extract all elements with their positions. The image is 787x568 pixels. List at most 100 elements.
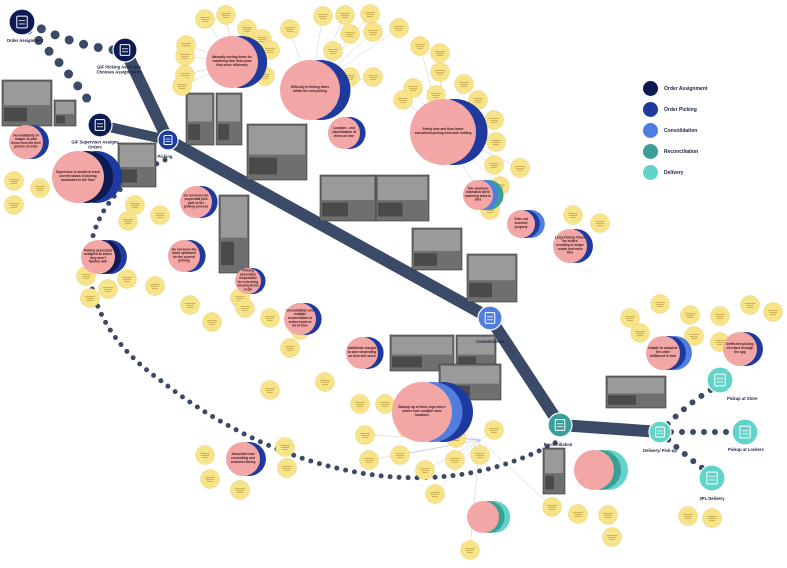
note-bubble [454, 74, 474, 94]
legend-label: Order Assignment [664, 85, 708, 92]
delivery-truck-icon [655, 426, 665, 438]
note-bubble [389, 18, 409, 38]
note-bubble [98, 279, 118, 299]
note-bubble [340, 24, 360, 44]
stage-node-label: 3PL Delivery [699, 496, 725, 501]
stage-node-picking[interactable]: Picking [157, 129, 179, 159]
note-bubble [275, 437, 295, 457]
pain-point [467, 501, 511, 533]
note-bubble [468, 90, 488, 110]
stage-node-reconciliation[interactable]: Reconciliation [544, 412, 573, 447]
note-bubble [710, 306, 730, 326]
legend-swatch [643, 123, 658, 138]
note-bubble [598, 505, 618, 525]
note-bubble [360, 4, 380, 24]
note-bubble [393, 90, 413, 110]
note-bubble [260, 308, 280, 328]
note-bubble [363, 67, 383, 87]
note-bubble [486, 132, 506, 152]
stage-node-pickup-store[interactable]: Pickup at Store [706, 366, 758, 401]
note-bubble [118, 211, 138, 231]
stage-node-consolidation[interactable]: Consolidation [476, 305, 504, 344]
legend-item-delivery: Delivery [643, 162, 763, 183]
photo-thumbnail [117, 142, 157, 188]
note-bubble [425, 484, 445, 504]
photo-thumbnail [319, 174, 377, 222]
note-bubble [542, 497, 562, 517]
note-bubble [430, 62, 450, 82]
note-bubble [145, 276, 165, 296]
handheld-scanner-icon [163, 135, 173, 145]
note-bubble [335, 5, 355, 25]
note-bubble [216, 5, 236, 25]
note-bubble [30, 178, 50, 198]
command-key-icon [554, 419, 566, 431]
note-bubble [277, 458, 297, 478]
note-bubble [313, 6, 333, 26]
note-bubble [260, 380, 280, 400]
note-bubble [175, 46, 195, 66]
legend-item-consolidation: Consolidation [643, 120, 763, 141]
stage-node-tpl-delivery[interactable]: 3PL Delivery [698, 464, 726, 501]
locker-icon [739, 425, 751, 439]
stage-node-pickup-lockers[interactable]: Pickup at Lockers [728, 418, 765, 452]
legend-swatch [643, 102, 658, 117]
legend-swatch [643, 81, 658, 96]
note-bubbles [4, 4, 783, 560]
note-bubble [80, 288, 100, 308]
pain-point [574, 450, 628, 490]
merge-arrows-icon [484, 312, 496, 324]
note-bubble [740, 295, 760, 315]
note-bubble [620, 308, 640, 328]
person-clipboard-icon [119, 44, 131, 56]
note-bubble [680, 305, 700, 325]
legend-item-order-picking: Order Picking [643, 99, 763, 120]
photo-thumbnail [185, 92, 215, 146]
note-bubble [363, 22, 383, 42]
stage-node-delivery[interactable]: Delivery/ Pick-up [643, 420, 677, 453]
note-bubble [195, 9, 215, 29]
dotted-paths [23, 17, 748, 481]
note-bubble [150, 205, 170, 225]
stage-node-label: Pickup at Store [727, 396, 758, 401]
note-bubble [484, 155, 504, 175]
stage-node-order-assignment[interactable]: Order Assignment [7, 8, 44, 43]
legend-swatch [643, 165, 658, 180]
note-bubble [202, 312, 222, 332]
photo-thumbnail [1, 79, 53, 127]
note-bubble [590, 213, 610, 233]
note-bubble [280, 338, 300, 358]
note-bubble [375, 394, 395, 414]
note-bubble [484, 420, 504, 440]
stage-node-label: Reconciliation [544, 442, 573, 447]
note-bubble [323, 41, 343, 61]
note-bubble [125, 195, 145, 215]
stage-node-label: Picking [158, 154, 173, 159]
dotted-path-delivery-branches [657, 382, 748, 478]
note-bubble [650, 294, 670, 314]
photo-thumbnail [53, 99, 77, 127]
